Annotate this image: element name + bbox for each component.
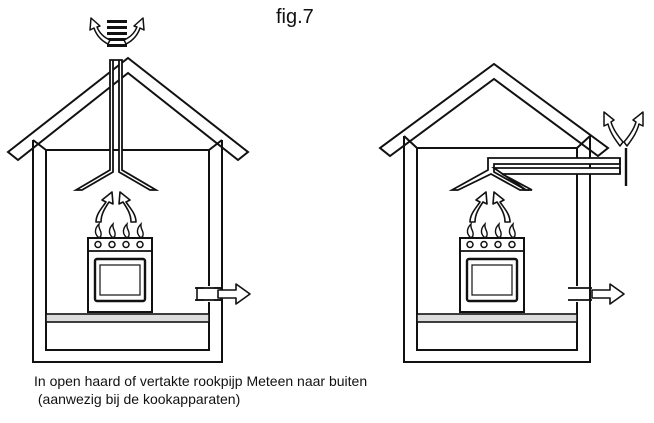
inlet-arrow-icon [591, 283, 625, 305]
exhaust-arrow-icon [603, 111, 624, 147]
exhaust-arrow-icon [623, 111, 644, 147]
house-right [378, 62, 644, 363]
caption: In open haard of vertakte rookpijp Metee… [34, 372, 367, 408]
heat-arrow-icon [118, 191, 137, 223]
flame-icon [94, 223, 102, 239]
caption-line-1: In open haard of vertakte rookpijp Metee… [34, 373, 368, 389]
flame-icon [122, 223, 130, 239]
stove-icon [458, 236, 526, 314]
flame-icon [508, 223, 516, 239]
heat-arrow-icon [469, 191, 488, 223]
floor-left [45, 313, 210, 323]
walls-right [403, 136, 591, 363]
house-left [6, 17, 251, 363]
walls-left [32, 140, 223, 363]
exhaust-arrow-icon [89, 17, 111, 45]
flame-icon [494, 223, 502, 239]
flame-icon [108, 223, 116, 239]
heat-arrow-icon [95, 191, 114, 223]
chimney-hood-left [72, 59, 160, 191]
roof-right [378, 62, 610, 158]
roof-left [6, 56, 250, 162]
floor-right [416, 313, 578, 323]
caption-line-2: (aanwezig bij de kookapparaten) [34, 391, 241, 407]
stove-icon [86, 236, 154, 314]
figure-label: fig.7 [276, 6, 314, 28]
flame-icon [136, 223, 144, 239]
heat-arrow-icon [492, 191, 511, 223]
flame-icon [480, 223, 488, 239]
flame-icon [466, 223, 474, 239]
exhaust-arrow-icon [123, 17, 145, 45]
